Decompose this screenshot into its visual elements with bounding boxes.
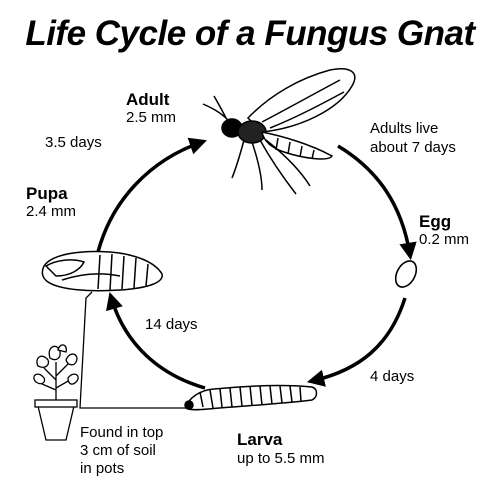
habitat-note-line2: 3 cm of soil [80, 442, 156, 459]
egg-label: Egg [419, 212, 452, 231]
habitat-connector-line [79, 291, 190, 409]
habitat-note-line1: Found in top [80, 424, 164, 441]
adult-label: Adult [126, 90, 170, 109]
arrow-pupa-to-adult [96, 137, 207, 253]
pupa-size: 2.4 mm [26, 203, 77, 220]
pupa-label: Pupa [26, 184, 68, 203]
adult-lifespan-line1: Adults live [370, 120, 439, 137]
diagram-title: Life Cycle of a Fungus Gnat [25, 14, 475, 53]
arrow-larva-to-pupa [106, 291, 206, 390]
larva-label: Larva [237, 430, 283, 449]
duration-egg-to-larva: 4 days [370, 368, 415, 385]
duration-larva-to-pupa: 14 days [145, 316, 198, 333]
pupa-icon [41, 250, 163, 292]
adult-lifespan-line2: about 7 days [370, 139, 456, 156]
egg-icon [394, 260, 418, 288]
potted-plant-icon [33, 344, 79, 441]
larva-size: up to 5.5 mm [237, 450, 325, 467]
habitat-note-line3: in pots [80, 460, 125, 477]
larva-icon [184, 384, 318, 411]
adult-size: 2.5 mm [126, 109, 177, 126]
egg-size: 0.2 mm [419, 231, 470, 248]
arrow-egg-to-larva [306, 297, 407, 387]
fungus-gnat-adult-icon [202, 68, 356, 195]
duration-pupa-to-adult: 3.5 days [45, 134, 102, 151]
arrow-adult-to-egg [337, 144, 417, 261]
